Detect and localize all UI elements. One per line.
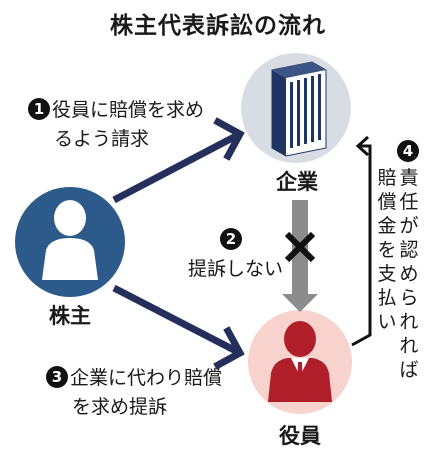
step-2-text: 2 提訴しない (188, 226, 283, 284)
company-label: 企業 (276, 170, 318, 194)
step-1-line2: るよう請求 (54, 128, 150, 150)
step-3-line1: 企業に代わり賠償 (70, 367, 223, 389)
step-4-column-1: 4 責 任 が 認 め ら れ れ ば (397, 140, 421, 382)
step-3-number: 3 (46, 366, 68, 388)
step-1-line1: 役員に賠償を求め (52, 99, 205, 121)
arrow-lawsuit-head (213, 326, 245, 370)
arrow-payment-head (355, 135, 370, 157)
arrow-request (112, 131, 240, 204)
building-icon (271, 61, 327, 157)
arrow-request-head (213, 117, 245, 161)
cross-mark (284, 231, 316, 263)
page-title: 株主代表訴訟の流れ (110, 13, 326, 39)
step-3-line2: を求め提訴 (72, 396, 168, 418)
arrow-payment (351, 144, 372, 347)
person-icon (42, 200, 98, 280)
step-2-number: 2 (220, 228, 242, 250)
arrow-no-suit-head (282, 294, 318, 312)
shareholder-label: 株主 (49, 304, 91, 328)
step-4-column-2: 賠 償 金 を 支 払 い (377, 167, 397, 333)
step-4-number: 4 (397, 140, 419, 162)
step-2-label: 提訴しない (188, 258, 284, 280)
step-1-number: 1 (28, 98, 50, 120)
businessman-icon (268, 321, 332, 402)
officer-label: 役員 (279, 424, 321, 448)
arrow-lawsuit (112, 284, 240, 356)
